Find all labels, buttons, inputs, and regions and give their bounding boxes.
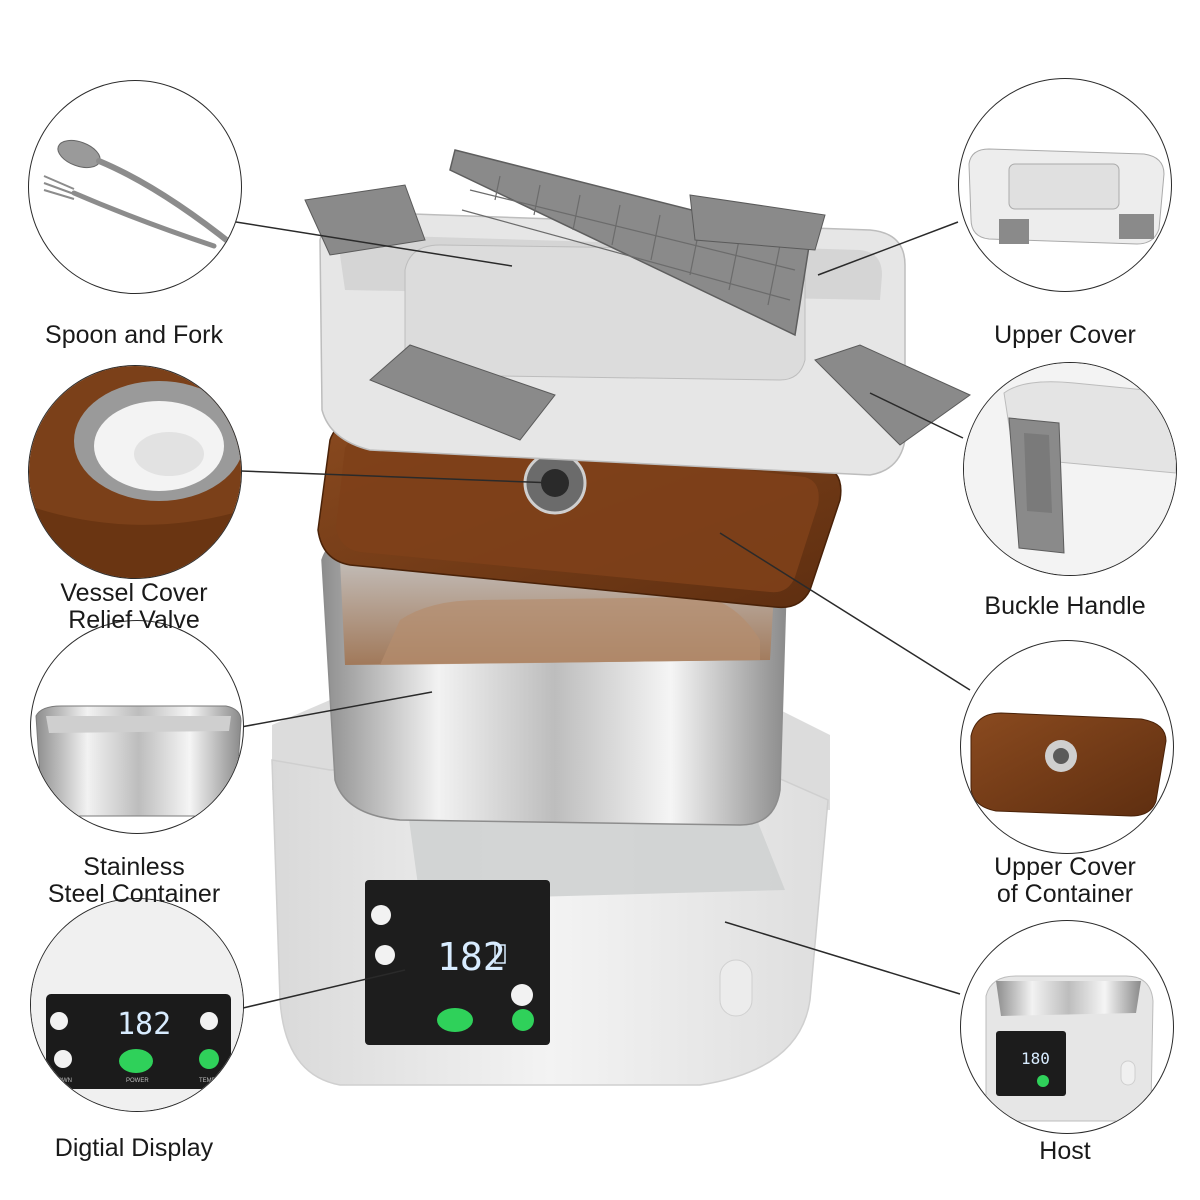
down-button[interactable]	[375, 945, 395, 965]
label-vessel-cover: Vessel Cover Relief Valve	[4, 580, 264, 634]
host-display-panel: 182	[365, 880, 550, 1045]
label-host-text: Host	[1039, 1137, 1091, 1165]
power-button[interactable]	[437, 1008, 473, 1032]
container-cover-circle	[960, 640, 1174, 854]
buckle-handle-circle	[963, 362, 1177, 576]
upper-cover-circle	[958, 78, 1172, 292]
spoon-fork-circle	[28, 80, 242, 294]
clip-right-bottom	[814, 344, 971, 446]
clip-left-bottom	[369, 344, 556, 441]
time-button[interactable]	[511, 984, 533, 1006]
temp-button[interactable]	[512, 1009, 534, 1031]
label-spoon-fork-text: Spoon and Fork	[45, 321, 223, 349]
label-vessel-cover-line2: Relief Valve	[68, 606, 200, 634]
label-container-cover-line2: of Container	[996, 880, 1134, 908]
host-display-reading: 182	[437, 935, 506, 979]
steel-bowl-icon	[35, 705, 242, 817]
host-icon: 180	[985, 975, 1154, 1122]
label-upper-cover: Upper Cover	[935, 322, 1195, 349]
spoon-fork-icon	[43, 139, 237, 249]
closeup-down-label: DOWN	[53, 1078, 72, 1084]
label-vessel-cover-line1: Vessel Cover	[60, 579, 208, 607]
label-host: Host	[935, 1138, 1195, 1165]
label-upper-cover-text: Upper Cover	[994, 321, 1136, 349]
host-circle: 180	[960, 920, 1174, 1134]
host-icon-reading: 180	[1021, 1049, 1050, 1068]
label-container-cover-line1: Upper Cover	[994, 853, 1136, 881]
container-cover-icon	[970, 712, 1167, 817]
clip-right-top	[689, 194, 826, 251]
upper-cover-icon	[968, 148, 1165, 245]
label-buckle-handle: Buckle Handle	[935, 593, 1195, 620]
label-steel-line2: Steel Container	[47, 880, 221, 908]
label-buckle-handle-text: Buckle Handle	[984, 592, 1146, 620]
vessel-cover-circle	[28, 365, 242, 579]
closeup-temp-label: TEMP	[199, 1078, 216, 1084]
leader-lines	[235, 221, 971, 1009]
label-steel-container: Stainless Steel Container	[4, 854, 264, 908]
steel-container-circle	[30, 620, 244, 834]
digital-display-circle: 182 DOWN POWER TEMP	[30, 898, 244, 1112]
upper-cover	[304, 149, 971, 476]
label-digital-display-text: Digtial Display	[54, 1134, 214, 1162]
label-digital-display: Digtial Display	[4, 1135, 264, 1162]
closeup-power-label: POWER	[126, 1078, 149, 1084]
label-container-cover: Upper Cover of Container	[935, 854, 1195, 908]
buckle-handle-icon	[964, 363, 1176, 575]
relief-valve-icon	[29, 366, 241, 578]
display-closeup-icon: 182 DOWN POWER TEMP	[31, 899, 243, 1111]
closeup-display-reading: 182	[117, 1007, 171, 1042]
up-button[interactable]	[371, 905, 391, 925]
label-spoon-fork: Spoon and Fork	[4, 322, 264, 349]
label-steel-line1: Stainless	[83, 853, 185, 881]
